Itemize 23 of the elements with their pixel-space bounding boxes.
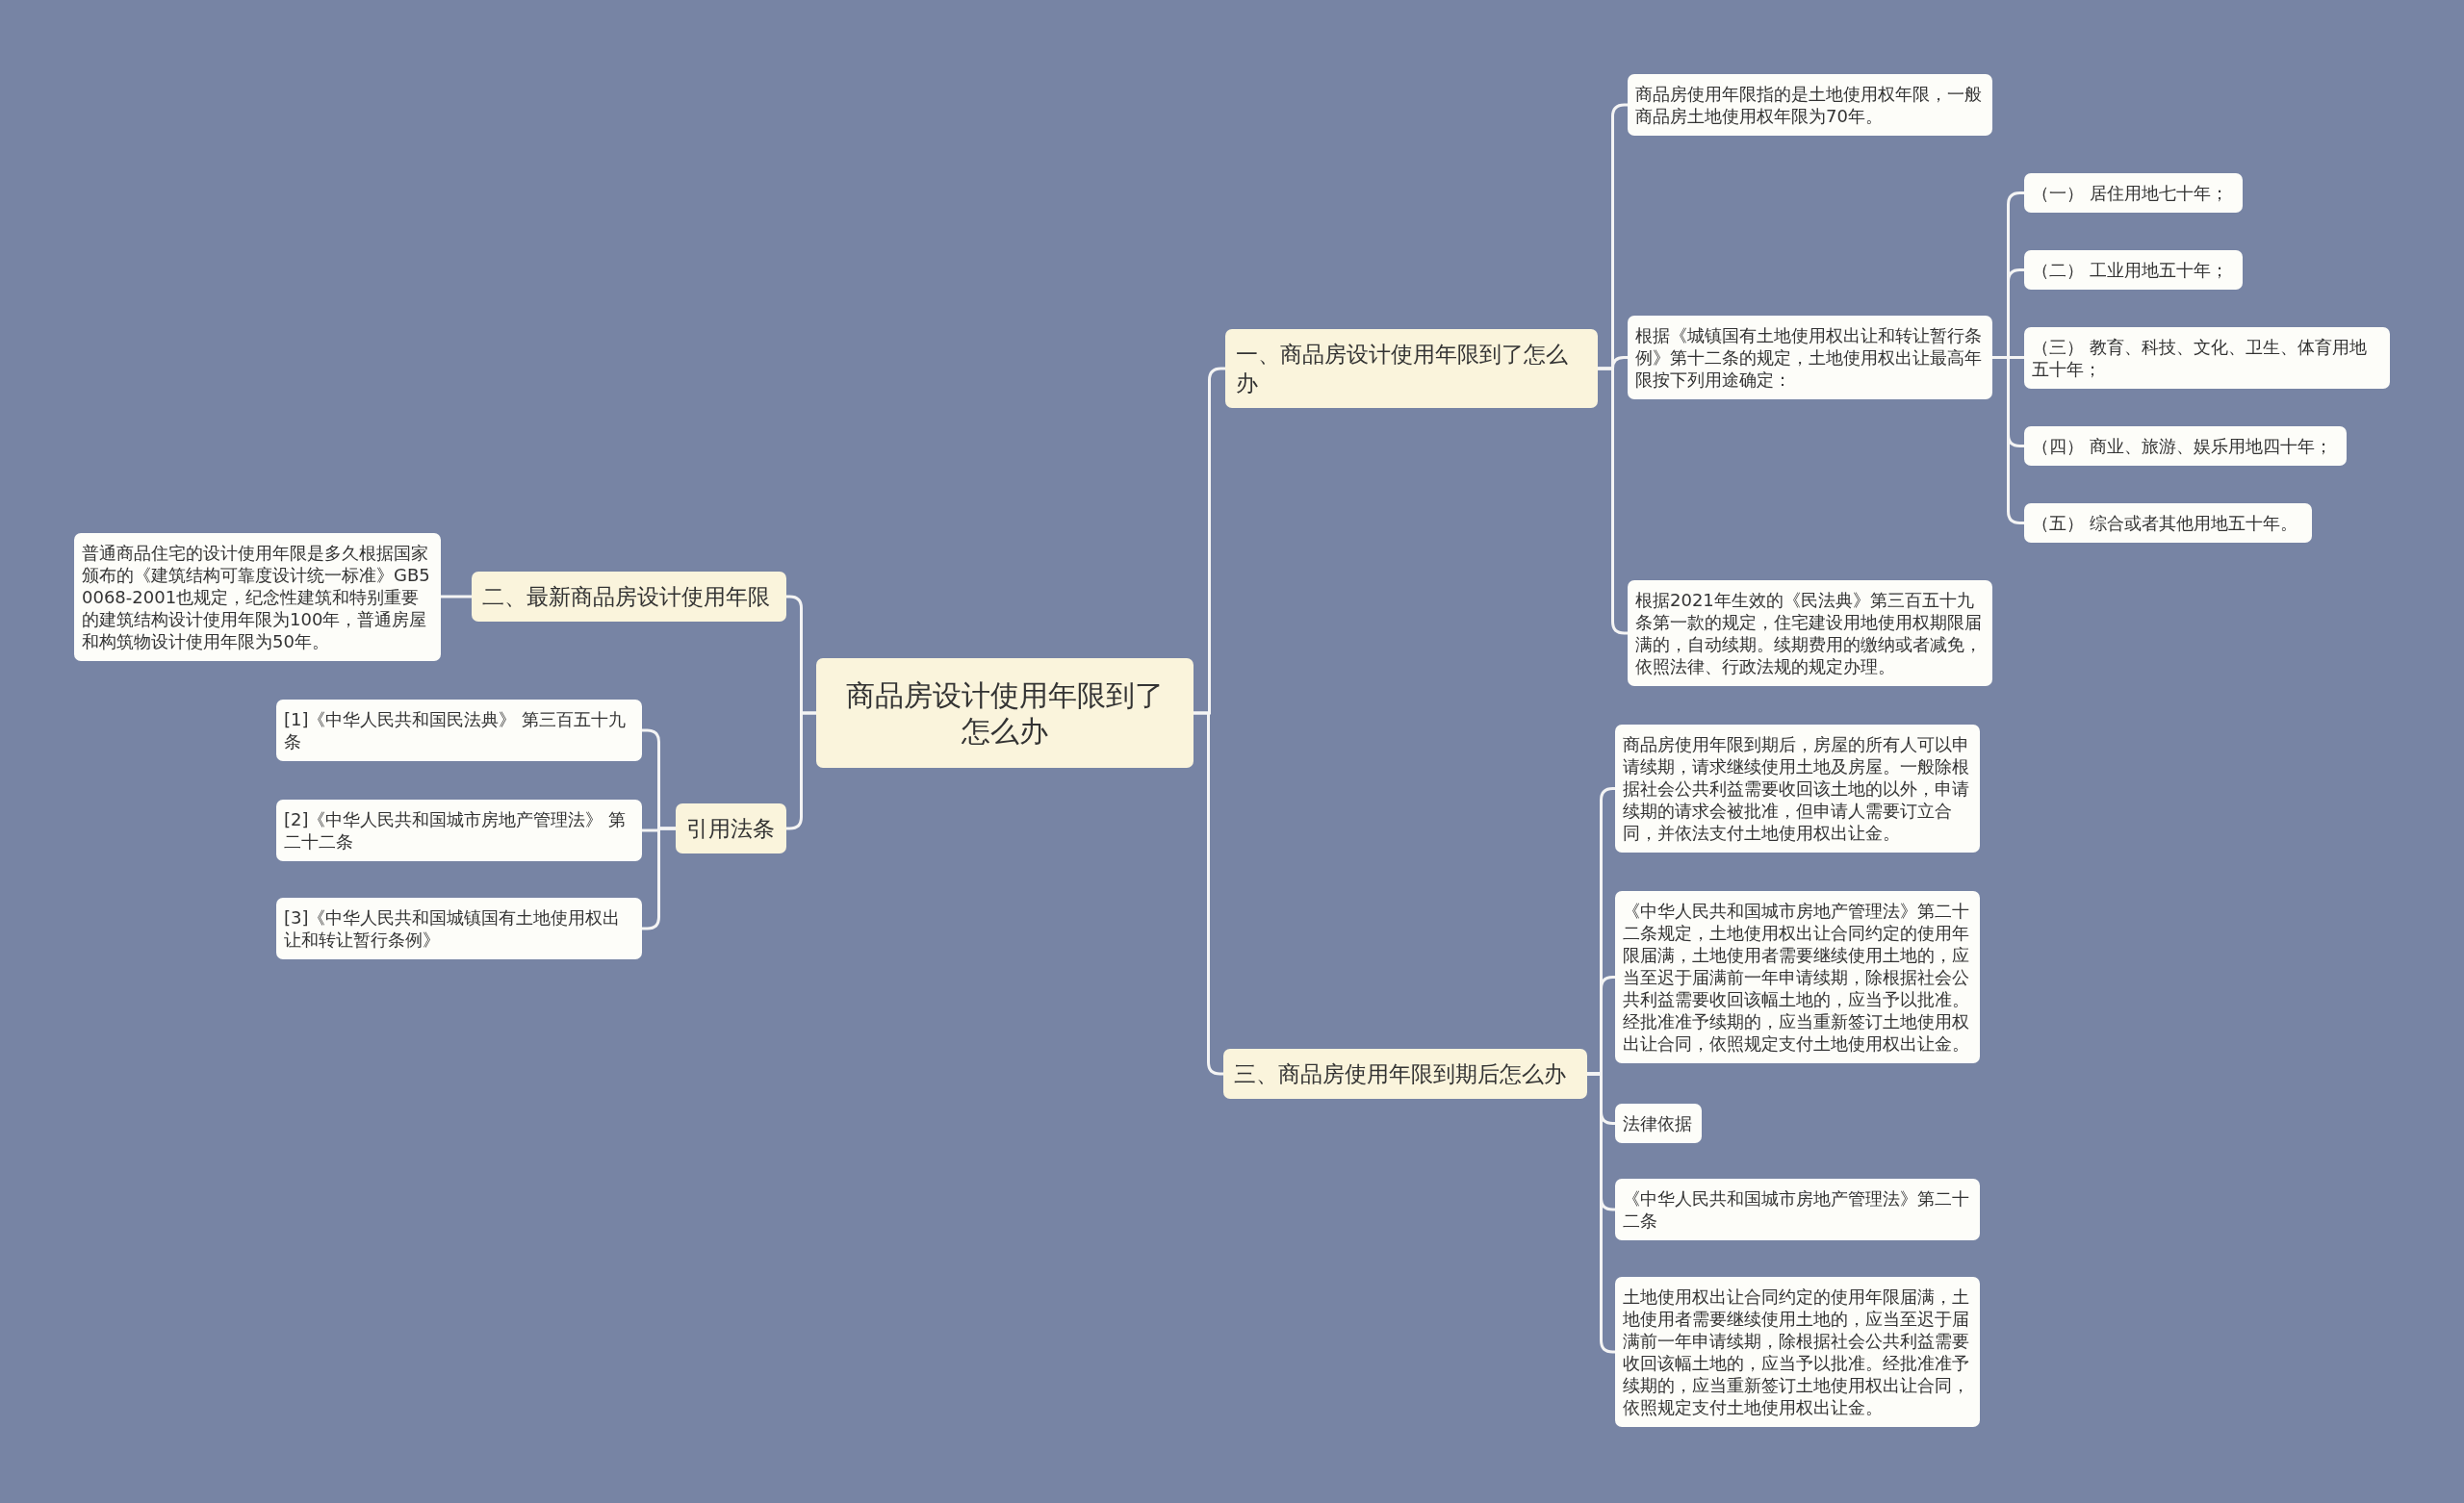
main-topic: 三、商品房使用年限到期后怎么办 <box>1223 1049 1587 1099</box>
note-card: [2]《中华人民共和国城市房地产管理法》 第二十二条 <box>276 800 642 861</box>
note-card: 根据2021年生效的《民法典》第三百五十九条第一款的规定，住宅建设用地使用权期限届满的，自动续期。续期费用的缴纳或者减免，依照法律、行政法规的规定办理。 <box>1628 580 1992 686</box>
note-card: 土地使用权出让合同约定的使用年限届满，土地使用者需要继续使用土地的，应当至迟于届满前一年申请续期，除根据社会公共利益需要收回该幅土地的，应当予以批准。经批准准予续期的，应当重新签订土地使用权出让合同，依照规定支付土地使用权出让金。 <box>1615 1277 1980 1427</box>
note-card: 普通商品住宅的设计使用年限是多久根据国家颁布的《建筑结构可靠度设计统一标准》GB50068-2001也规定，纪念性建筑和特别重要的建筑结构设计使用年限为100年，普通房屋和构筑物设计使用年限为50年。 <box>74 533 441 661</box>
note-card: 商品房使用年限到期后，房屋的所有人可以申请续期，请求继续使用土地及房屋。一般除根据社会公共利益需要收回该土地的以外，申请续期的请求会被批准，但申请人需要订立合同，并依法支付土地使用权出让金。 <box>1615 725 1980 853</box>
note-card: （一） 居住用地七十年； <box>2024 173 2243 213</box>
note-card: （四） 商业、旅游、娱乐用地四十年； <box>2024 426 2347 466</box>
note-card: [1]《中华人民共和国民法典》 第三百五十九条 <box>276 700 642 761</box>
note-card: 法律依据 <box>1615 1104 1702 1143</box>
note-card: 《中华人民共和国城市房地产管理法》第二十二条规定，土地使用权出让合同约定的使用年限届满，土地使用者需要继续使用土地的，应当至迟于届满前一年申请续期，除根据社会公共利益需要收回该幅土地的，应当予以批准。经批准准予续期的，应当重新签订土地使用权出让合同，依照规定支付土地使用权出让金。 <box>1615 891 1980 1063</box>
note-card: （三） 教育、科技、文化、卫生、体育用地五十年； <box>2024 327 2390 389</box>
main-topic: 二、最新商品房设计使用年限 <box>472 572 786 622</box>
main-topic: 一、商品房设计使用年限到了怎么办 <box>1225 329 1598 408</box>
main-topic: 引用法条 <box>676 803 786 853</box>
note-card: 根据《城镇国有土地使用权出让和转让暂行条例》第十二条的规定，土地使用权出让最高年限按下列用途确定： <box>1628 316 1992 399</box>
central-topic: 商品房设计使用年限到了怎么办 <box>816 658 1194 768</box>
note-card: 商品房使用年限指的是土地使用权年限，一般商品房土地使用权年限为70年。 <box>1628 74 1992 136</box>
connector-line <box>441 595 472 599</box>
note-card: 《中华人民共和国城市房地产管理法》第二十二条 <box>1615 1179 1980 1240</box>
note-card: （二） 工业用地五十年； <box>2024 250 2243 290</box>
note-card: （五） 综合或者其他用地五十年。 <box>2024 503 2312 543</box>
note-card: [3]《中华人民共和国城镇国有土地使用权出让和转让暂行条例》 <box>276 898 642 959</box>
